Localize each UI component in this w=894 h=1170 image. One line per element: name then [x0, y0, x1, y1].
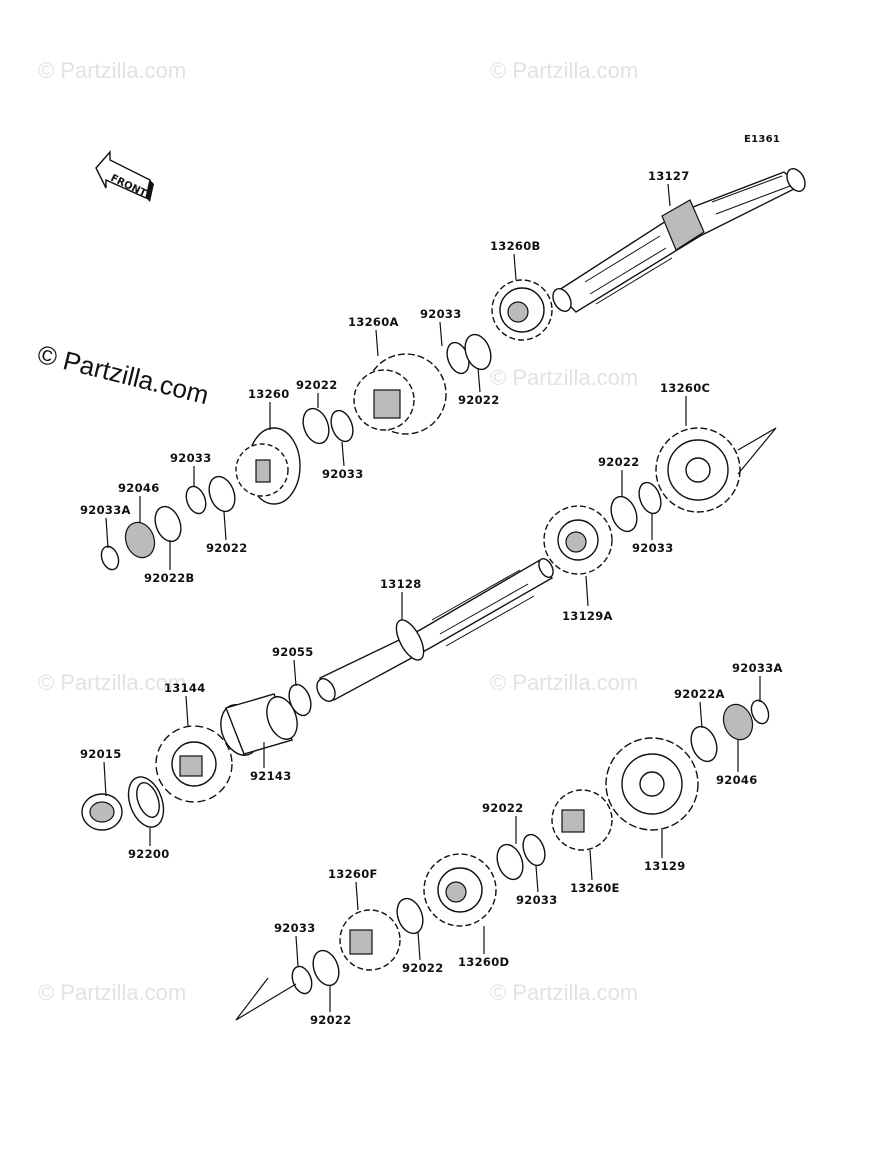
gear-13260D [423, 853, 497, 927]
label-92033: 92033 [632, 541, 674, 555]
collar-92143 [220, 693, 298, 756]
label-92046: 92046 [716, 773, 758, 787]
label-92022: 92022 [206, 541, 248, 555]
watermark: © Partzilla.com [38, 58, 186, 83]
washer-92200 [127, 776, 165, 828]
gear-13260F [339, 909, 401, 971]
diagram-code: E1361 [744, 134, 780, 145]
label-92022: 92022 [296, 378, 338, 392]
shaft-13128 [316, 558, 554, 702]
label-92033A: 92033A [732, 661, 783, 675]
label-13129: 13129 [644, 859, 686, 873]
nut-92015 [81, 793, 123, 831]
label-92033: 92033 [420, 307, 462, 321]
watermark: © Partzilla.com [490, 670, 638, 695]
label-92022: 92022 [458, 393, 500, 407]
label-92200: 92200 [128, 847, 170, 861]
label-92046: 92046 [118, 481, 160, 495]
label-92033: 92033 [170, 451, 212, 465]
label-13129A: 13129A [562, 609, 613, 623]
leader-lines [103, 183, 761, 1012]
watermark: © Partzilla.com [490, 58, 638, 83]
label-92033: 92033 [322, 467, 364, 481]
label-13260C: 13260C [660, 381, 710, 395]
label-13127: 13127 [648, 169, 690, 183]
gear-13260C [655, 427, 741, 513]
label-92015: 92015 [80, 747, 122, 761]
watermark-main: © Partzilla.com [35, 339, 212, 410]
gear-13260 [235, 427, 301, 505]
label-92022A: 92022A [674, 687, 725, 701]
gear-13260B [491, 279, 553, 341]
alignment-wedges [235, 427, 777, 1021]
watermark: © Partzilla.com [490, 365, 638, 390]
label-13260E: 13260E [570, 881, 620, 895]
part-labels: 13127 13260B 92033 13260A 92022 13260 92… [80, 169, 783, 1027]
watermark: © Partzilla.com [38, 670, 186, 695]
label-13260: 13260 [248, 387, 290, 401]
rings-upper [100, 333, 492, 571]
label-92022: 92022 [310, 1013, 352, 1027]
gear-13129 [605, 737, 699, 831]
gear-13260A [353, 353, 447, 435]
label-92022B: 92022B [144, 571, 195, 585]
label-92033A: 92033A [80, 503, 131, 517]
rings-lower [291, 699, 770, 995]
label-92022: 92022 [402, 961, 444, 975]
shaft-13127 [552, 168, 806, 313]
label-92022: 92022 [598, 455, 640, 469]
label-13144: 13144 [164, 681, 206, 695]
label-13128: 13128 [380, 577, 422, 591]
watermark: © Partzilla.com [38, 980, 186, 1005]
rings-middle-right [288, 481, 662, 717]
watermark: © Partzilla.com [490, 980, 638, 1005]
label-92143: 92143 [250, 769, 292, 783]
label-92033: 92033 [274, 921, 316, 935]
gear-13260E [551, 789, 613, 851]
label-13260F: 13260F [328, 867, 378, 881]
front-arrow-icon: FRONT [95, 150, 154, 202]
label-92055: 92055 [272, 645, 314, 659]
gear-13129A [543, 505, 613, 575]
label-13260A: 13260A [348, 315, 399, 329]
label-13260D: 13260D [458, 955, 509, 969]
label-92033: 92033 [516, 893, 558, 907]
label-13260B: 13260B [490, 239, 541, 253]
sprocket-13144 [155, 725, 233, 803]
label-92022: 92022 [482, 801, 524, 815]
